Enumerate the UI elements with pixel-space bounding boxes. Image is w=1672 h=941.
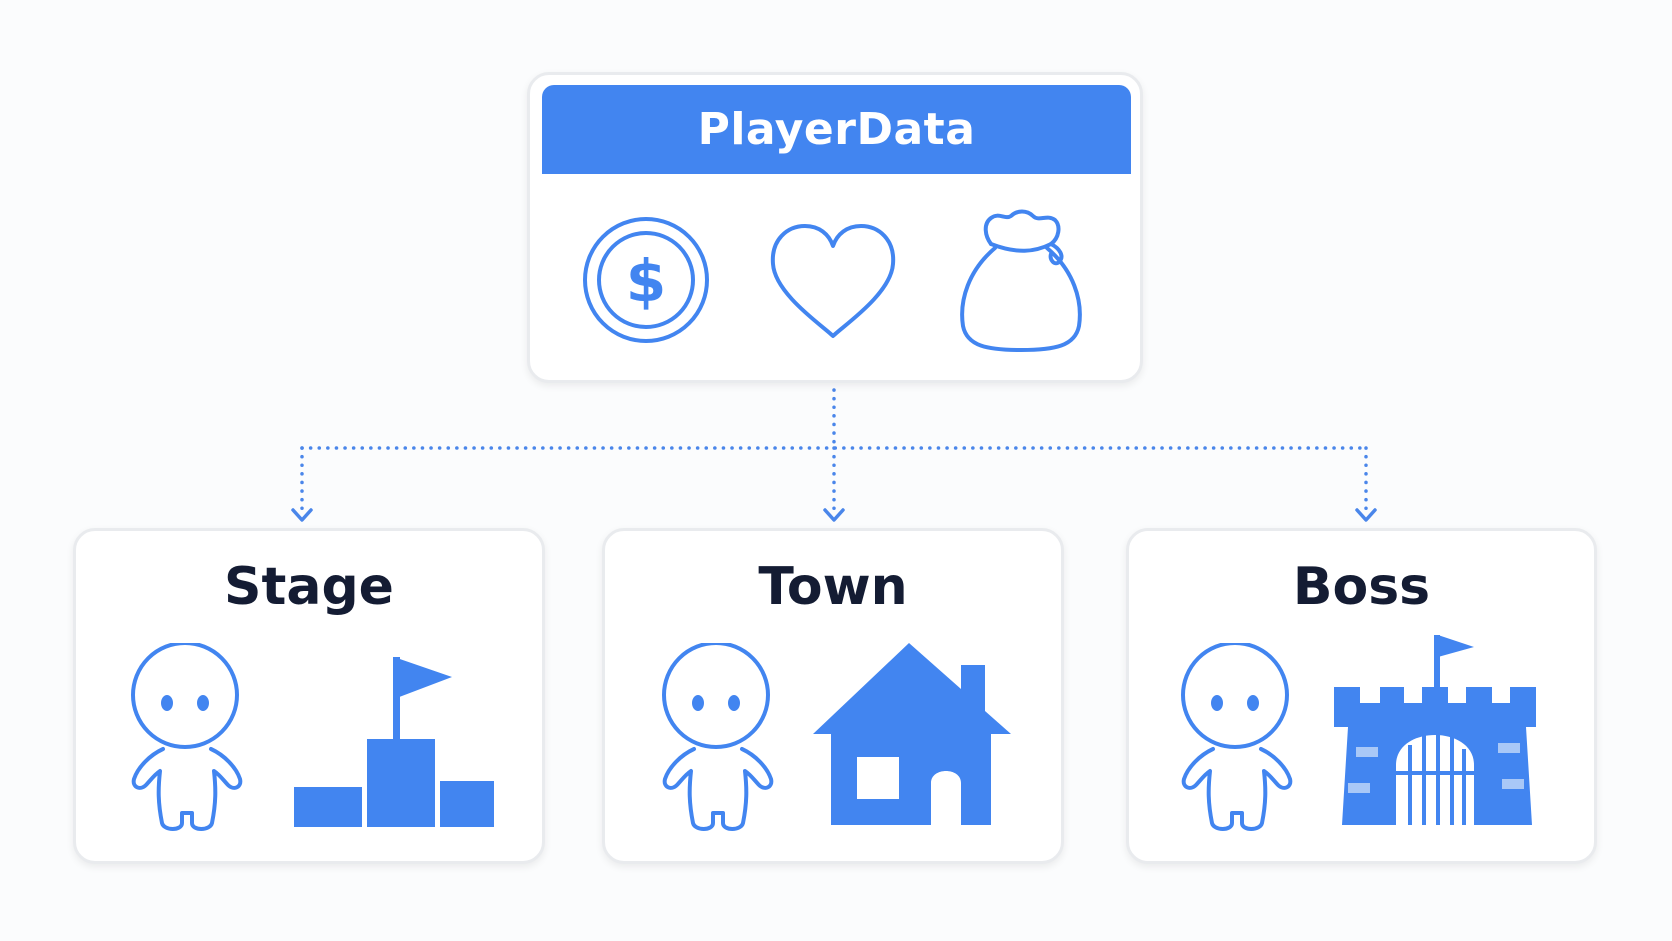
scene-title-boss: Boss bbox=[1292, 557, 1431, 617]
house-icon bbox=[813, 643, 1011, 825]
player-data-card: PlayerData $ bbox=[527, 72, 1143, 383]
podium-flag-icon bbox=[294, 657, 494, 827]
scene-card-stage: Stage bbox=[73, 528, 545, 864]
scene-card-boss: Boss bbox=[1126, 528, 1597, 864]
scene-title-stage: Stage bbox=[224, 557, 394, 617]
money-bag-icon bbox=[960, 209, 1082, 352]
player-data-header: PlayerData bbox=[542, 85, 1131, 174]
coin-icon: $ bbox=[583, 217, 709, 343]
scene-title-town: Town bbox=[758, 557, 908, 617]
svg-text:$: $ bbox=[626, 247, 666, 315]
player-data-title: PlayerData bbox=[697, 104, 976, 155]
arrowhead-town bbox=[823, 508, 845, 522]
heart-icon bbox=[770, 224, 896, 338]
character-icon bbox=[131, 643, 243, 831]
arrowhead-stage bbox=[291, 508, 313, 522]
scene-card-town: Town bbox=[602, 528, 1064, 864]
character-icon bbox=[662, 643, 774, 831]
character-icon bbox=[1181, 643, 1293, 831]
arrowhead-boss bbox=[1355, 508, 1377, 522]
castle-icon bbox=[1334, 635, 1536, 825]
